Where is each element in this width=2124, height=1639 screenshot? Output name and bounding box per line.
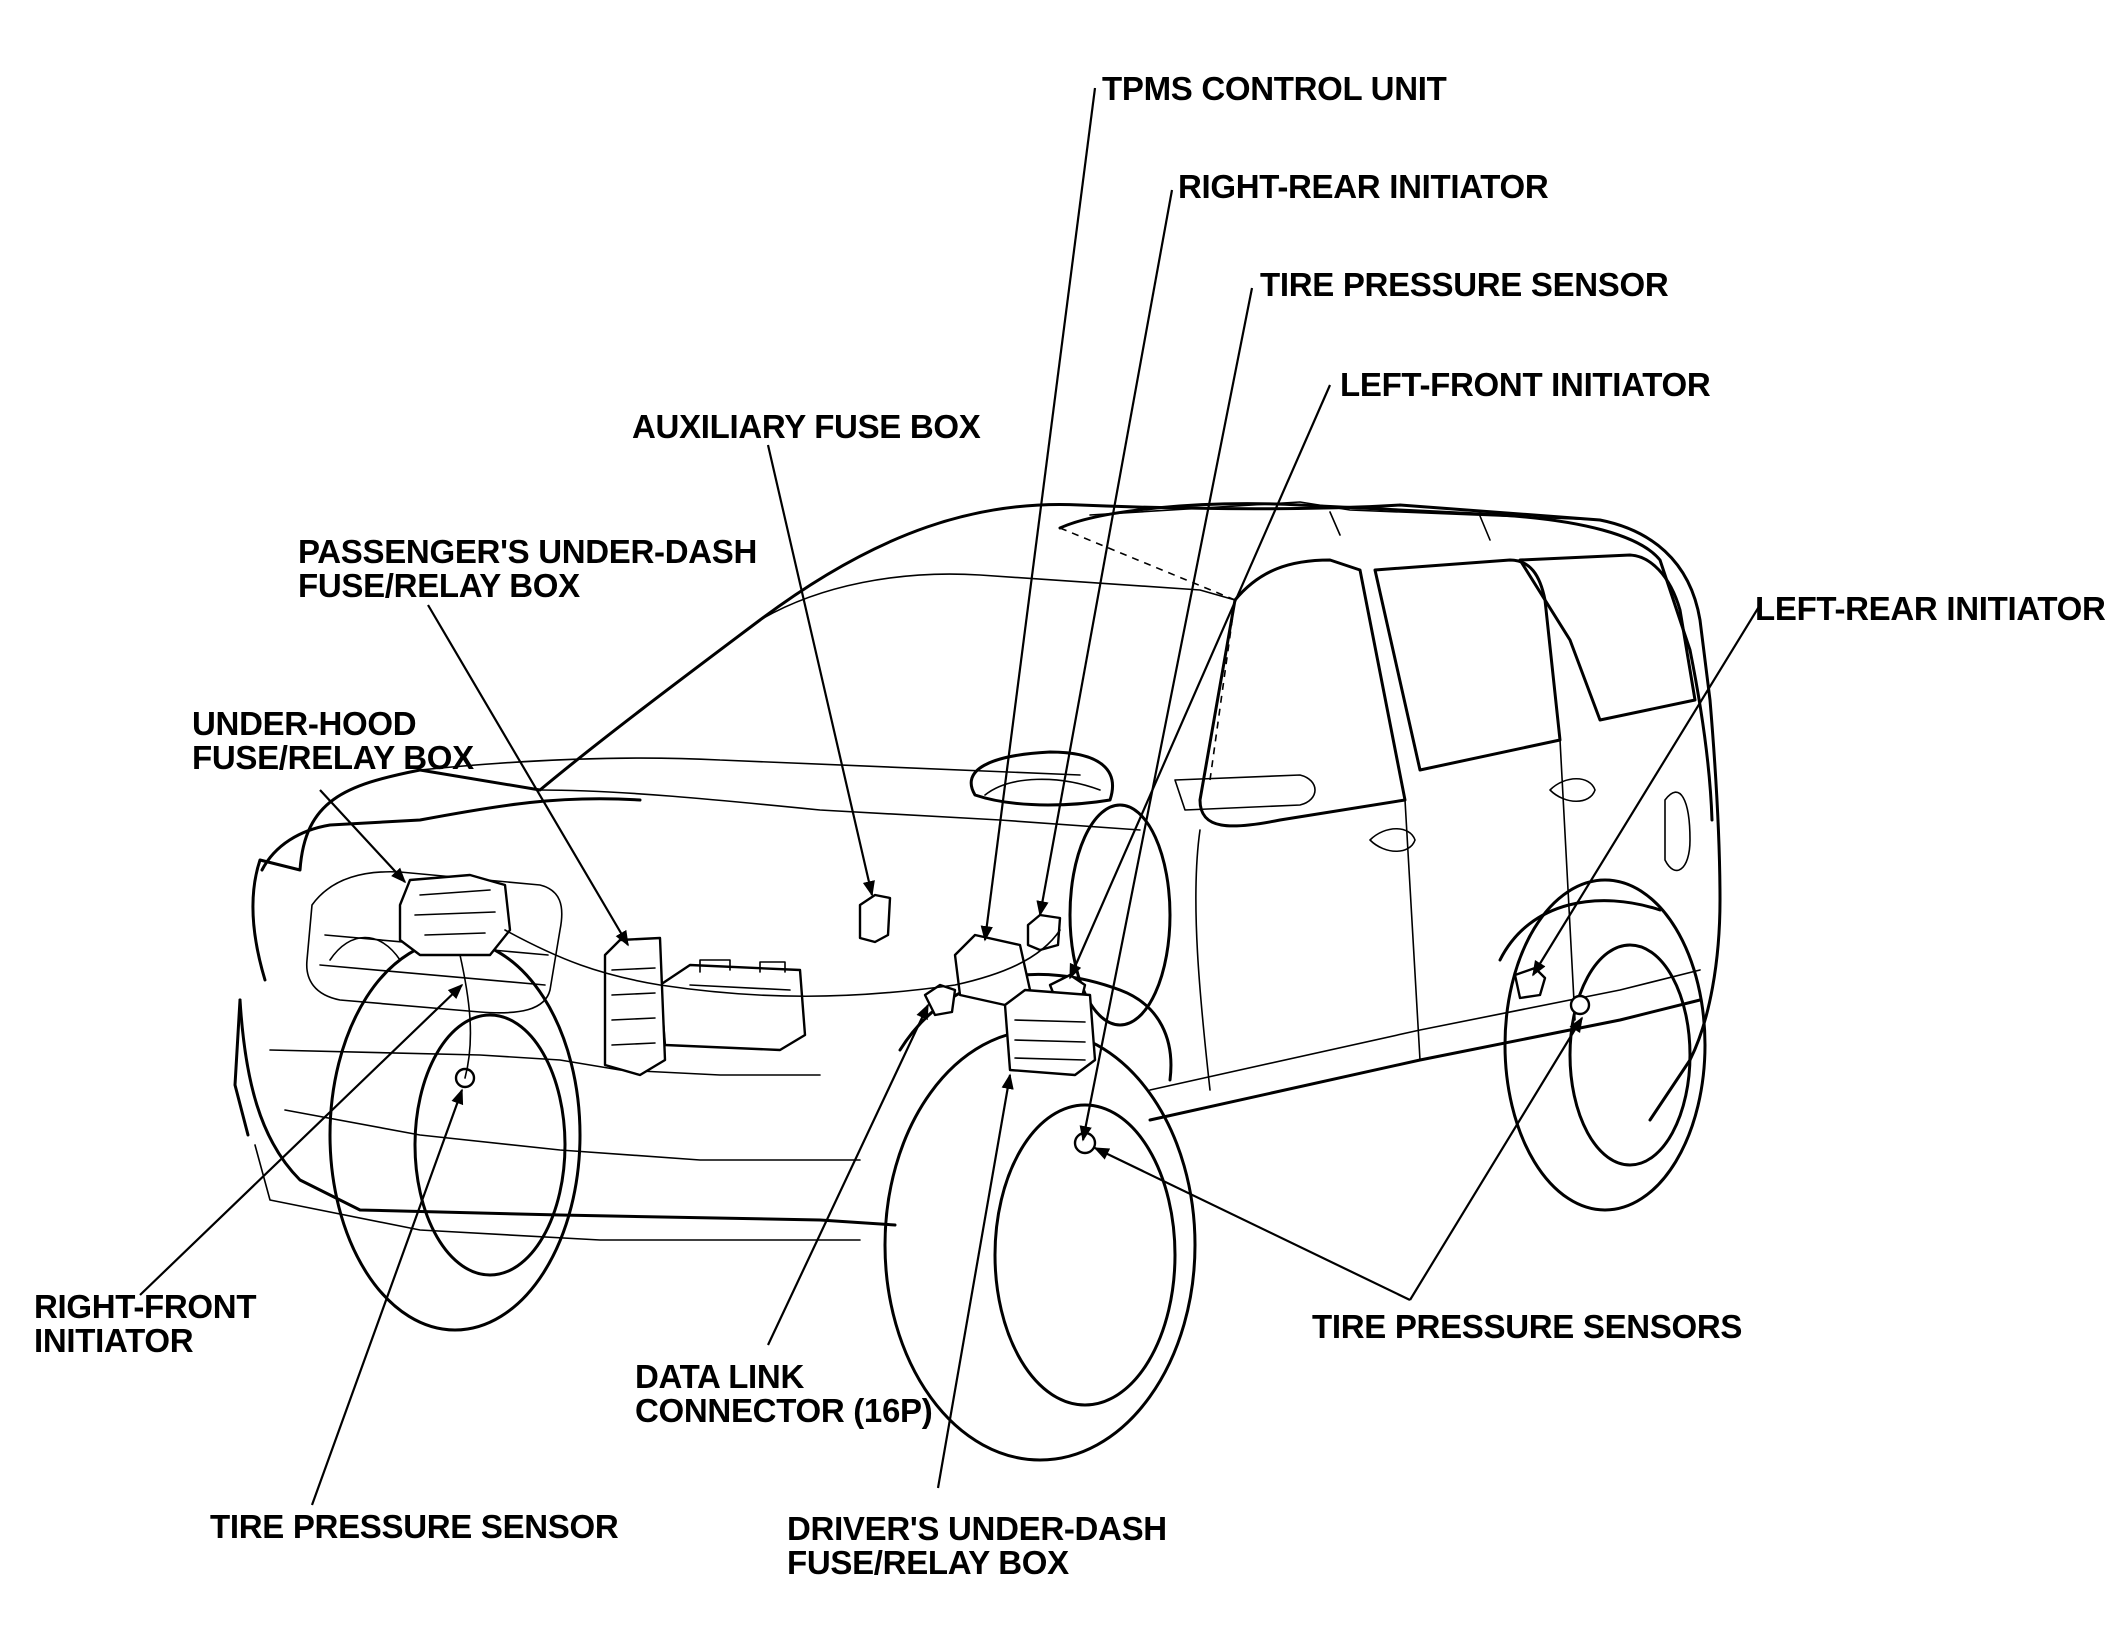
label-auxiliary-fuse-box-text: AUXILIARY FUSE BOX — [632, 408, 981, 445]
right-rear-initiator-part — [1026, 913, 1062, 952]
vehicle-outline — [233, 501, 1722, 1241]
label-under-hood-fuse-box: UNDER-HOOD FUSE/RELAY BOX — [192, 707, 474, 775]
leader-lines — [139, 87, 1761, 1506]
label-right-front-line1: RIGHT-FRONT — [34, 1288, 257, 1325]
label-data-link-connector: DATA LINK CONNECTOR (16P) — [635, 1358, 933, 1429]
passenger-fuse-box-part — [603, 936, 667, 1077]
label-driver-line2: FUSE/RELAY BOX — [787, 1544, 1069, 1581]
label-left-front-initiator: LEFT-FRONT INITIATOR — [1340, 366, 1711, 403]
label-tire-pressure-sensor-top: TIRE PRESSURE SENSOR — [1260, 266, 1669, 303]
label-passenger-line2: FUSE/RELAY BOX — [298, 567, 580, 604]
label-data-link-line1: DATA LINK — [635, 1358, 804, 1395]
label-tire-pressure-sensor-bottom-text: TIRE PRESSURE SENSOR — [210, 1508, 619, 1545]
tire-sensor-left-front — [1073, 1131, 1097, 1155]
label-left-front-initiator-text: LEFT-FRONT INITIATOR — [1340, 366, 1711, 403]
tire-sensor-left-rear — [1569, 994, 1591, 1016]
data-link-connector-part — [923, 983, 957, 1017]
label-under-hood-line1: UNDER-HOOD — [192, 705, 417, 742]
label-driver-line1: DRIVER'S UNDER-DASH — [787, 1510, 1167, 1547]
driver-fuse-box-part — [1003, 988, 1097, 1077]
label-tire-pressure-sensors: TIRE PRESSURE SENSORS — [1312, 1310, 1742, 1344]
label-tire-pressure-sensor-bottom: TIRE PRESSURE SENSOR — [210, 1508, 619, 1545]
label-right-front-initiator: RIGHT-FRONT INITIATOR — [34, 1290, 256, 1358]
label-auxiliary-fuse-box: AUXILIARY FUSE BOX — [632, 408, 981, 445]
label-under-hood-line2: FUSE/RELAY BOX — [192, 739, 474, 776]
battery-part — [658, 959, 807, 1052]
label-passenger-line1: PASSENGER'S UNDER-DASH — [298, 533, 758, 570]
left-rear-initiator-part — [1513, 966, 1547, 1000]
label-left-rear-initiator-text: LEFT-REAR INITIATOR — [1755, 590, 2106, 627]
label-left-rear-initiator: LEFT-REAR INITIATOR — [1755, 592, 2106, 626]
wheels — [328, 803, 1707, 1462]
auxiliary-fuse-box-part — [858, 893, 892, 944]
label-right-rear-initiator-text: RIGHT-REAR INITIATOR — [1178, 168, 1549, 205]
label-tire-pressure-sensor-top-text: TIRE PRESSURE SENSOR — [1260, 266, 1669, 303]
label-tpms-control-unit: TPMS CONTROL UNIT — [1102, 70, 1447, 107]
label-data-link-line2: CONNECTOR (16P) — [635, 1392, 933, 1429]
label-tire-pressure-sensors-text: TIRE PRESSURE SENSORS — [1312, 1308, 1743, 1345]
label-right-rear-initiator: RIGHT-REAR INITIATOR — [1178, 168, 1549, 205]
under-hood-fuse-box-part — [398, 873, 512, 957]
label-driver-under-dash-fuse-box: DRIVER'S UNDER-DASH FUSE/RELAY BOX — [787, 1512, 1167, 1580]
label-tpms-control-unit-text: TPMS CONTROL UNIT — [1102, 70, 1447, 107]
label-passenger-under-dash-fuse-box: PASSENGER'S UNDER-DASH FUSE/RELAY BOX — [298, 535, 757, 603]
label-right-front-line2: INITIATOR — [34, 1322, 194, 1359]
